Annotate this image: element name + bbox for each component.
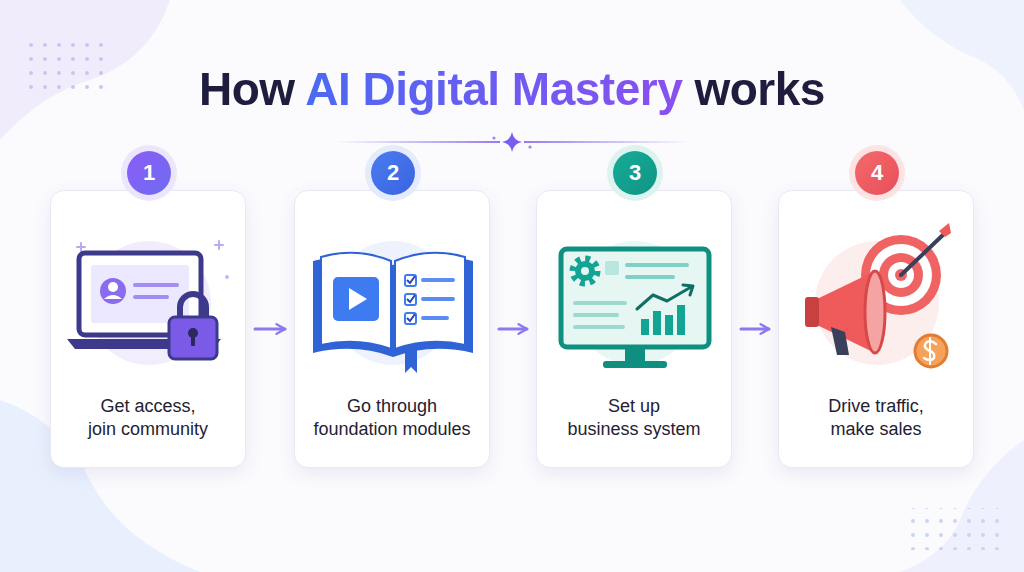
system-illustration [537, 191, 733, 391]
flow-arrow [255, 328, 285, 331]
step-card: Drive traffic, make sales4 [778, 190, 974, 468]
access-illustration [51, 191, 247, 391]
step-number: 2 [387, 162, 399, 184]
flow-arrow [499, 328, 527, 331]
sparkle [502, 132, 522, 152]
flow-arrow [741, 328, 769, 331]
sparkle-dot [492, 136, 495, 139]
dot-grid [905, 508, 1003, 550]
step-number: 3 [629, 162, 641, 184]
step-caption: Get access, join community [65, 395, 231, 442]
step-card: Get access, join community1 [50, 190, 246, 468]
title: How AI Digital Mastery works [199, 62, 825, 117]
corner-blob [0, 0, 170, 140]
step-number: 4 [871, 162, 883, 184]
title-divider [524, 141, 690, 143]
step-card: Go through foundation modules2 [294, 190, 490, 468]
step-number-badge: 4 [855, 151, 899, 195]
step-number: 1 [143, 162, 155, 184]
title-divider [335, 141, 500, 143]
modules-illustration [295, 191, 491, 391]
step-number-badge: 3 [613, 151, 657, 195]
sales-illustration [779, 191, 975, 391]
corner-blob [900, 0, 1024, 110]
step-number-badge: 2 [371, 151, 415, 195]
title-box: How AI Digital Mastery works [0, 62, 1024, 117]
step-number-badge: 1 [127, 151, 171, 195]
step-card: Set up business system3 [536, 190, 732, 468]
step-caption: Drive traffic, make sales [793, 395, 959, 442]
sparkle-dot [528, 145, 531, 148]
dot-grid [20, 40, 104, 96]
step-caption: Set up business system [551, 395, 717, 442]
step-caption: Go through foundation modules [309, 395, 475, 442]
